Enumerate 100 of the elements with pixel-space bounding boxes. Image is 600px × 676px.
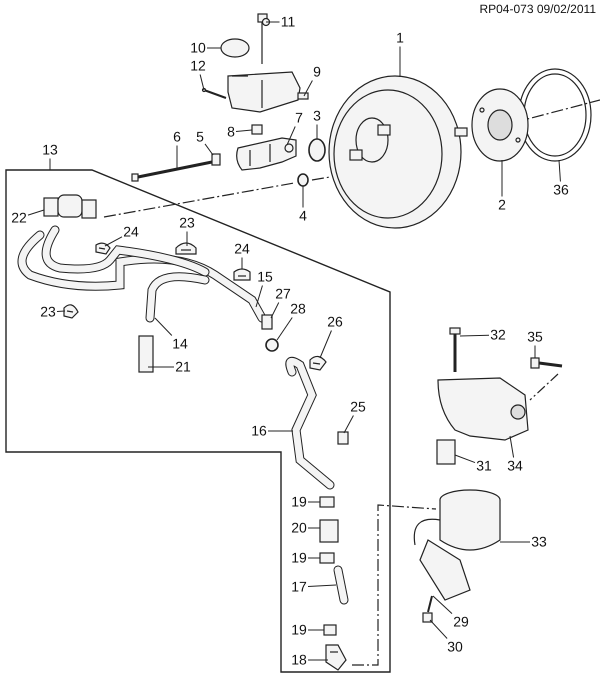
leader-line xyxy=(276,317,293,340)
callout-number: 27 xyxy=(275,286,291,302)
callout-number: 19 xyxy=(291,550,307,566)
valve xyxy=(43,194,97,219)
reservoir-cap xyxy=(220,38,250,58)
leader-line xyxy=(148,366,174,368)
callout-number: 13 xyxy=(42,142,58,158)
callout-number: 29 xyxy=(453,614,469,630)
leader-line xyxy=(236,130,252,132)
hose xyxy=(334,566,348,604)
leader-line xyxy=(204,143,214,156)
nut xyxy=(211,153,221,166)
push-rod xyxy=(131,160,212,182)
elbow-connector xyxy=(325,644,347,671)
leader-line xyxy=(286,126,296,146)
leader-line xyxy=(432,596,452,614)
callout-number: 8 xyxy=(227,124,235,140)
leader-line xyxy=(176,145,178,170)
isolator xyxy=(436,439,456,465)
callout-number: 26 xyxy=(327,314,343,330)
callout-number: 15 xyxy=(257,270,273,284)
hose-connector xyxy=(138,335,154,373)
callout-number: 23 xyxy=(40,304,56,320)
wire xyxy=(202,88,226,99)
leader-line xyxy=(510,436,514,458)
callout-number: 10 xyxy=(190,40,206,56)
callout-number: 24 xyxy=(123,224,139,240)
callout-number: 7 xyxy=(295,110,303,126)
level-sensor xyxy=(257,13,270,64)
leader-line xyxy=(558,160,561,182)
grommet xyxy=(251,124,263,135)
callout-number: 35 xyxy=(527,330,543,344)
hose xyxy=(285,356,334,490)
vacuum-pump xyxy=(414,489,501,601)
leader-line xyxy=(308,584,336,588)
washer xyxy=(297,173,309,187)
callout-number: 30 xyxy=(447,640,463,654)
leader-line xyxy=(430,620,448,639)
hose-clamp xyxy=(319,552,335,564)
leader-line xyxy=(344,415,354,434)
leader-line xyxy=(256,285,263,308)
callout-number: 20 xyxy=(291,520,307,536)
leader-line xyxy=(200,74,204,90)
leader-line xyxy=(304,80,313,96)
callout-number: 22 xyxy=(11,210,27,226)
leader-line xyxy=(270,302,280,318)
drawing-reference: RP04-073 09/02/2011 xyxy=(479,2,596,16)
pump-bracket xyxy=(437,377,529,441)
callout-number: 4 xyxy=(299,208,307,224)
leader-line xyxy=(534,345,536,358)
screw xyxy=(530,357,562,400)
callout-number: 21 xyxy=(175,360,191,374)
clip xyxy=(337,431,349,445)
leader-line xyxy=(28,210,44,216)
callout-number: 5 xyxy=(196,130,204,144)
seal-ring xyxy=(308,138,326,162)
hose-clamp xyxy=(323,624,337,636)
callout-number: 19 xyxy=(291,622,307,638)
leader-line xyxy=(186,231,188,246)
callout-number: 14 xyxy=(172,336,188,352)
callout-number: 36 xyxy=(553,182,569,198)
callout-number: 31 xyxy=(476,458,492,474)
callout-number: 24 xyxy=(234,242,250,256)
hose-connector xyxy=(261,314,273,330)
callout-number: 33 xyxy=(531,534,547,550)
callout-number: 12 xyxy=(190,58,206,74)
callout-number: 28 xyxy=(290,302,306,316)
callout-number: 16 xyxy=(251,424,267,438)
leader-line xyxy=(320,330,332,358)
leader-line xyxy=(460,334,490,336)
clamp xyxy=(265,338,279,352)
master-cylinder xyxy=(236,137,297,171)
callout-number: 2 xyxy=(498,198,506,212)
check-valve xyxy=(319,519,339,543)
callout-number: 25 xyxy=(350,400,366,414)
gasket xyxy=(471,88,529,162)
callout-number: 1 xyxy=(396,30,404,46)
callout-number: 9 xyxy=(313,64,321,80)
leader-line xyxy=(104,236,122,246)
callout-number: 11 xyxy=(280,14,296,30)
callout-number: 18 xyxy=(291,652,307,668)
o-ring xyxy=(427,596,433,612)
callout-number: 32 xyxy=(490,328,506,342)
leader-line xyxy=(56,310,66,312)
hose-nipple xyxy=(297,92,309,100)
leader-line xyxy=(154,318,172,336)
leader-line xyxy=(454,454,476,464)
leader-line xyxy=(268,430,294,432)
leader-line xyxy=(302,186,304,208)
callout-number: 6 xyxy=(173,130,181,144)
leader-line xyxy=(316,124,318,140)
callout-number: 34 xyxy=(507,458,523,474)
callout-number: 3 xyxy=(313,108,321,124)
callout-number: 17 xyxy=(291,580,307,594)
callout-number: 23 xyxy=(179,216,195,230)
brake-booster xyxy=(312,75,468,229)
callout-number: 19 xyxy=(291,494,307,510)
hose-clamp xyxy=(319,496,335,508)
nut xyxy=(422,612,433,623)
bolt xyxy=(449,327,461,372)
